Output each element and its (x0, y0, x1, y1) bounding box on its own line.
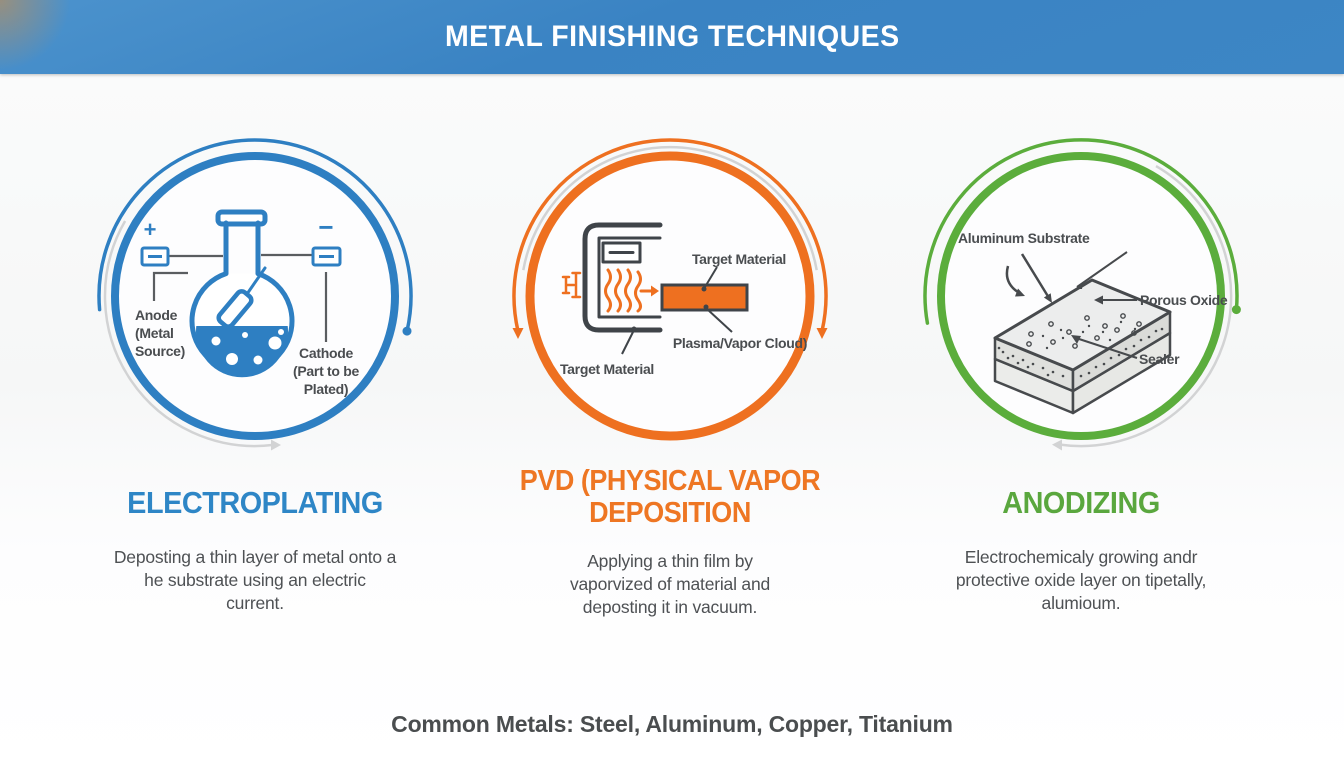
plated-part-icon (216, 266, 267, 329)
common-metals-text: Common Metals: Steel, Aluminum, Copper, … (391, 711, 953, 737)
anode-label: Anode (Metal Source) (135, 307, 186, 360)
arc-end-dot-icon (402, 326, 412, 336)
anodizing-diagram (923, 138, 1241, 451)
technique-pvd: Target Material Plasma/Vapor Cloud) Targ… (500, 126, 840, 736)
cathode-electrode-icon (311, 246, 342, 267)
gray-arc-icon (522, 146, 818, 271)
flow-arrowhead-icon (651, 285, 659, 297)
pvd-diagram (512, 138, 828, 441)
minus-sign: − (318, 212, 334, 242)
vapor-waves-icon (561, 268, 653, 313)
aluminum-substrate-label: Aluminum Substrate (958, 230, 1090, 246)
anode-electrode-icon (140, 246, 170, 267)
substrate-slab-icon (993, 278, 1172, 415)
arc-end-dot-icon (1231, 305, 1241, 315)
slab-speckles (1026, 313, 1142, 349)
sealer-label: Sealer (1139, 351, 1180, 367)
plus-sign: + (143, 217, 157, 242)
leader-lines (621, 266, 733, 355)
technique-title-anodizing: ANODIZING (1002, 485, 1160, 520)
gray-arc-icon (1052, 165, 1233, 451)
technique-description-pvd: Applying a thin film by vaporvized of ma… (569, 551, 771, 618)
leader-lines (1071, 251, 1138, 359)
technique-anodizing: Aluminum Substrate Porous Oxide Sealer A… (911, 126, 1251, 736)
target-material-top-label: Target Material (691, 251, 787, 267)
cathode-label: Cathode (Part to be Plated) (293, 345, 359, 398)
banner: METAL FINISHING TECHNIQUES (0, 0, 1344, 74)
substrate-arrow-icon (1005, 253, 1052, 303)
technique-title-electroplating: ELECTROPLATING (127, 485, 383, 520)
bubbles-icon (211, 329, 284, 365)
footer: Common Metals: Steel, Aluminum, Copper, … (0, 711, 1344, 738)
vacuum-chamber-icon (582, 222, 663, 333)
electroplating-diagram (97, 138, 413, 451)
technique-description-electroplating: Deposting a thin layer of metal onto a h… (113, 547, 397, 614)
plasma-vapor-cloud-label: Plasma/Vapor Cloud) (672, 335, 808, 351)
wire-lines (152, 253, 328, 342)
target-material-bottom-label: Target Material (559, 361, 655, 377)
technique-description-anodizing: Electrochemicaly growing andr protective… (955, 547, 1207, 614)
technique-electroplating: + − Anode (Metal Source) Cathode (Part t… (85, 126, 425, 736)
technique-title-pvd: PVD (PHYSICAL VAPOR DEPOSITION (519, 465, 821, 529)
slab-dots (997, 320, 1164, 378)
gray-arc-icon (103, 220, 281, 451)
arc-arrowheads-icon (512, 328, 828, 339)
porous-oxide-label: Porous Oxide (1140, 292, 1228, 308)
power-symbol-icon (561, 271, 582, 299)
page-title: METAL FINISHING TECHNIQUES (444, 20, 900, 53)
